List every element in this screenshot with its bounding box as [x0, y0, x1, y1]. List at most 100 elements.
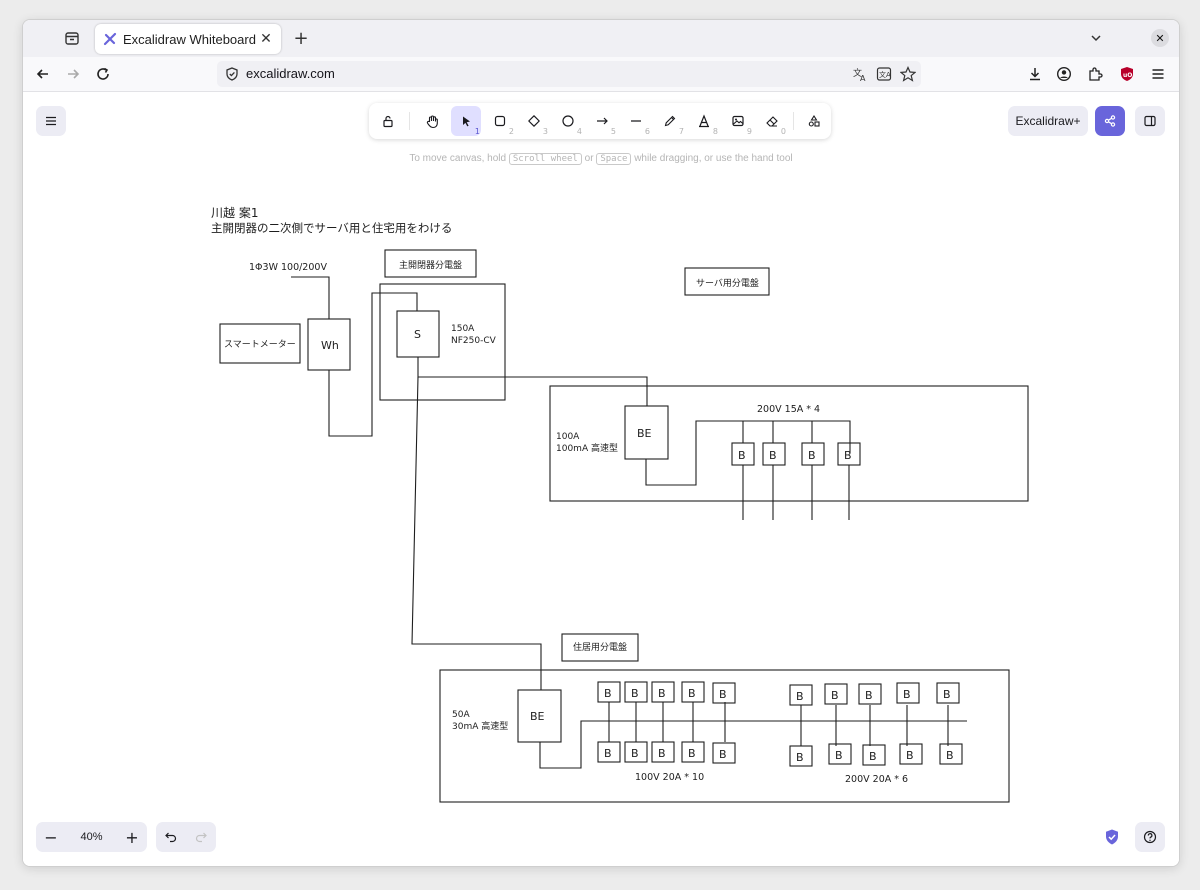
- help-button[interactable]: [1135, 822, 1165, 852]
- main-panel-box[interactable]: [379, 283, 506, 401]
- extra-tools-button[interactable]: [799, 106, 829, 136]
- server-panel-box[interactable]: [549, 385, 1029, 502]
- home-breaker-box[interactable]: [789, 745, 813, 767]
- diamond-tool-button[interactable]: 3: [519, 106, 549, 136]
- chevron-down-icon[interactable]: [1087, 29, 1105, 47]
- server-outgoing-wires[interactable]: [742, 465, 850, 520]
- main-menu-button[interactable]: [36, 106, 66, 136]
- home-breaker-box[interactable]: [624, 741, 648, 763]
- arrow-tool-button[interactable]: 5: [587, 106, 617, 136]
- home-breaker-box[interactable]: [896, 682, 920, 704]
- server-panel-label-box[interactable]: [684, 267, 770, 296]
- home-breaker-box[interactable]: [858, 683, 882, 705]
- main-panel-label[interactable]: 主開閉器分電盤: [399, 259, 462, 271]
- s-label[interactable]: S: [414, 328, 421, 341]
- main-to-server-wire[interactable]: [417, 357, 648, 406]
- wh-label[interactable]: Wh: [321, 339, 339, 352]
- home-panel-label-box[interactable]: [561, 633, 639, 662]
- home-breaker-box[interactable]: [651, 741, 675, 763]
- home-100v-branch-label[interactable]: 100V 20A * 10: [635, 772, 704, 783]
- home-breaker-box[interactable]: [597, 681, 621, 703]
- home-breaker-box[interactable]: [597, 741, 621, 763]
- server-bus-drops[interactable]: [742, 421, 813, 443]
- smart-meter-label[interactable]: スマートメーター: [224, 339, 296, 350]
- ellipse-tool-button[interactable]: 4: [553, 106, 583, 136]
- server-branch-label[interactable]: 200V 15A * 4: [757, 404, 820, 415]
- main-to-home-wire[interactable]: [411, 376, 542, 690]
- home-breaker-box[interactable]: [681, 741, 705, 763]
- supply-wire[interactable]: [291, 276, 330, 319]
- home-200v-branch-label[interactable]: 200V 20A * 6: [845, 774, 908, 785]
- image-tool-button[interactable]: 9: [723, 106, 753, 136]
- site-shield-icon[interactable]: [223, 65, 241, 83]
- smart-meter-box[interactable]: [219, 323, 301, 364]
- home-breaker-box[interactable]: [712, 742, 736, 764]
- home-be-label[interactable]: BE: [530, 710, 545, 723]
- home-breaker-box[interactable]: [936, 682, 960, 704]
- tab-close-icon[interactable]: ✕: [260, 31, 272, 47]
- main-breaker-model[interactable]: NF250-CV: [451, 336, 497, 346]
- home-breaker-box[interactable]: [939, 743, 963, 765]
- home-breaker-box[interactable]: [681, 681, 705, 703]
- page-translate-icon[interactable]: 文A: [875, 65, 893, 83]
- forward-icon[interactable]: [63, 64, 83, 84]
- zoom-in-button[interactable]: +: [125, 827, 139, 847]
- home-breaker-box[interactable]: [651, 681, 675, 703]
- home-200v-drops[interactable]: [800, 705, 949, 746]
- server-breaker-box[interactable]: [762, 442, 786, 466]
- home-bus-wire[interactable]: [539, 720, 967, 769]
- eraser-tool-button[interactable]: 0: [757, 106, 787, 136]
- rectangle-tool-button[interactable]: 2: [485, 106, 515, 136]
- home-elb-rating[interactable]: 50A: [452, 710, 470, 720]
- hand-tool-button[interactable]: [417, 106, 447, 136]
- home-100v-drops[interactable]: [608, 702, 726, 742]
- firefox-view-icon[interactable]: [63, 29, 81, 47]
- home-elb-sensitivity[interactable]: 30mA 高速型: [452, 720, 508, 732]
- supply-label[interactable]: 1Φ3W 100/200V: [249, 262, 327, 273]
- diagram-subtitle[interactable]: 主開閉器の二次側でサーバ用と住宅用をわける: [211, 221, 452, 235]
- excalidraw-canvas[interactable]: 川越 案1 主開閉器の二次側でサーバ用と住宅用をわける 1Φ3W 100/200…: [23, 92, 1179, 866]
- home-breaker-box[interactable]: [899, 743, 923, 765]
- diagram-title[interactable]: 川越 案1: [211, 205, 258, 220]
- share-button[interactable]: [1095, 106, 1125, 136]
- main-panel-label-box[interactable]: [384, 249, 477, 278]
- text-tool-button[interactable]: 8: [689, 106, 719, 136]
- account-icon[interactable]: [1054, 64, 1074, 84]
- server-panel-label[interactable]: サーバ用分電盤: [696, 277, 759, 289]
- server-bus-wire[interactable]: [645, 420, 851, 486]
- ublock-icon[interactable]: uO: [1117, 64, 1137, 84]
- home-breaker-box[interactable]: [828, 743, 852, 765]
- line-tool-button[interactable]: 6: [621, 106, 651, 136]
- server-breaker-box[interactable]: [801, 442, 825, 466]
- server-be-label[interactable]: BE: [637, 427, 652, 440]
- back-icon[interactable]: [33, 64, 53, 84]
- server-breaker-box[interactable]: [731, 442, 755, 466]
- home-breaker-box[interactable]: [712, 682, 736, 704]
- encryption-shield-icon[interactable]: [1101, 826, 1123, 848]
- zoom-out-button[interactable]: −: [44, 827, 58, 847]
- home-breaker-box[interactable]: [862, 744, 886, 766]
- download-icon[interactable]: [1025, 64, 1045, 84]
- draw-tool-button[interactable]: 7: [655, 106, 685, 136]
- reload-icon[interactable]: [93, 64, 113, 84]
- server-breaker-box[interactable]: [837, 442, 861, 466]
- home-panel-box[interactable]: [439, 669, 1010, 803]
- home-breaker-box[interactable]: [824, 683, 848, 705]
- server-elb-sensitivity[interactable]: 100mA 高速型: [556, 442, 618, 454]
- home-breaker-box[interactable]: [624, 681, 648, 703]
- redo-button[interactable]: [186, 822, 216, 852]
- excalidraw-plus-button[interactable]: Excalidraw+: [1008, 106, 1088, 136]
- home-panel-label[interactable]: 住居用分電盤: [573, 641, 627, 653]
- window-close-icon[interactable]: ✕: [1151, 29, 1169, 47]
- server-elb-rating[interactable]: 100A: [556, 432, 580, 442]
- tab-excalidraw[interactable]: Excalidraw Whiteboard ✕: [95, 24, 281, 54]
- main-breaker-rating[interactable]: 150A: [451, 324, 475, 334]
- library-sidebar-button[interactable]: [1135, 106, 1165, 136]
- extensions-icon[interactable]: [1085, 64, 1105, 84]
- bookmark-star-icon[interactable]: [899, 65, 917, 83]
- meter-to-main-wire[interactable]: [328, 292, 418, 437]
- home-breaker-box[interactable]: [789, 684, 813, 706]
- lock-tool-button[interactable]: [373, 106, 403, 136]
